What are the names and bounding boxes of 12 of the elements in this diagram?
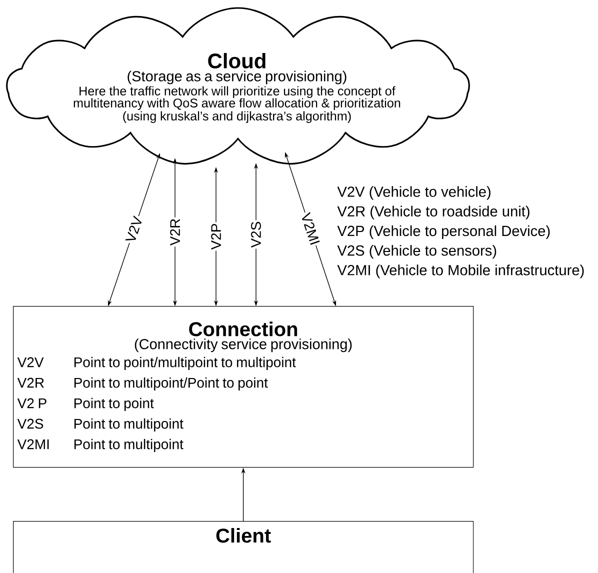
edge-label: V2R xyxy=(170,219,180,246)
client-box: Client xyxy=(13,520,474,573)
legend-text: V2S (Vehicle to sensors) xyxy=(337,244,496,259)
edge-label: V2V xyxy=(125,215,142,240)
legend-text: V2P (Vehicle to personal Device) xyxy=(337,225,550,239)
edge-label: V2MI xyxy=(302,212,320,245)
edge-label: V2S xyxy=(251,222,261,248)
legend-text: V2R (Vehicle to roadside unit) xyxy=(337,206,530,220)
legend-text: V2MI (Vehicle to Mobile infrastructure) xyxy=(337,264,584,278)
connection-box: Connection (Connectivity service provisioning) V2V Point to point/multipoint to multipoint V2R Point to multipoint/Point to point V2 P Point to point V2S Point to multipoint V2MI Point to multipoint xyxy=(13,306,474,468)
edge-label: V2P xyxy=(211,224,221,250)
legend-text: V2V (Vehicle to vehicle) xyxy=(337,186,490,200)
